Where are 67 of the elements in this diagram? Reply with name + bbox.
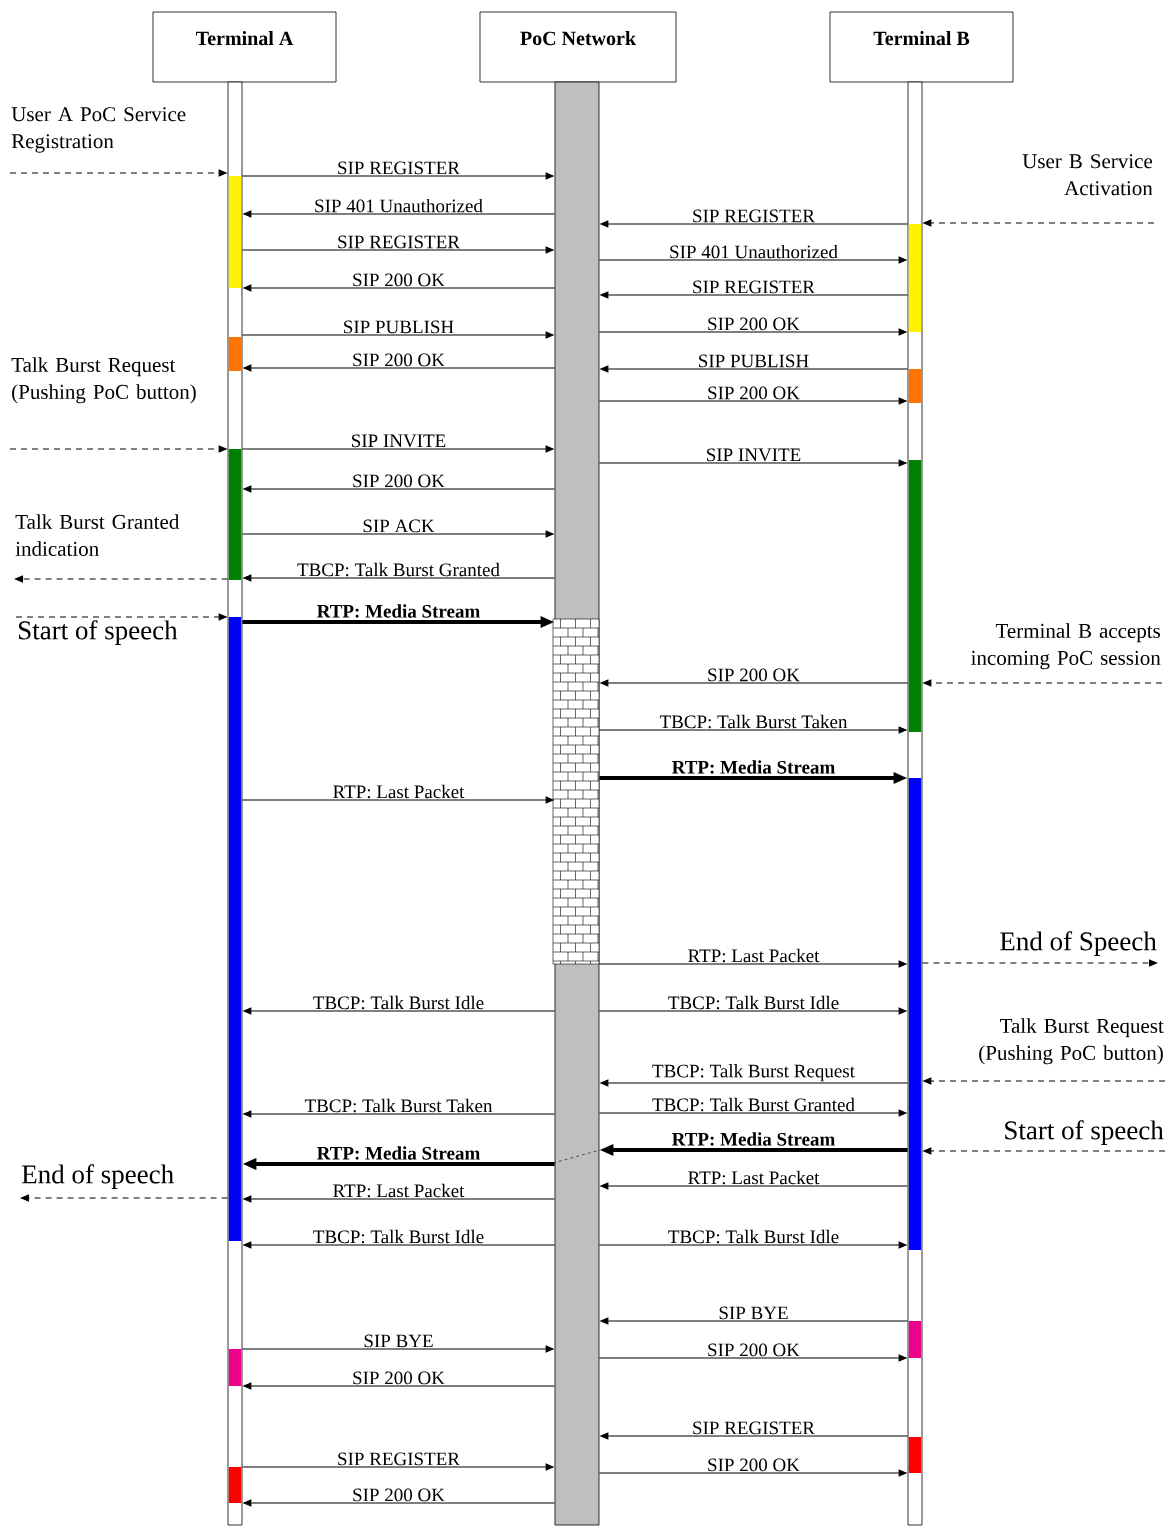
edge-label: RTP: Media Stream: [672, 760, 835, 774]
edge-label: TBCP: Talk Burst Granted: [652, 1097, 855, 1112]
arrow: [921, 959, 1158, 967]
annotation-text: Talk Burst Granted indication: [15, 514, 180, 556]
edge-label: TBCP: Talk Burst Idle: [313, 995, 484, 1010]
annotation-text: Start of speech: [19, 620, 178, 645]
edge-label: SIP 401 Unauthorized: [315, 198, 483, 213]
edge-label: SIP 200 OK: [353, 1488, 445, 1502]
edge-label: SIP 200 OK: [708, 1458, 800, 1472]
edge-label: TBCP: Talk Burst Idle: [668, 995, 839, 1010]
annotation-text: User A PoC Service Registration: [11, 107, 186, 153]
edge-label: SIP 200 OK: [708, 668, 800, 682]
header-box: Terminal B: [829, 11, 1014, 83]
edge-label: SIP 200 OK: [353, 474, 445, 488]
edge-label: RTP: Media Stream: [317, 1146, 480, 1160]
arrow: [923, 679, 1163, 687]
header-box: PoC Network: [479, 11, 677, 83]
edge-label: SIP REGISTER: [693, 1421, 815, 1435]
arrow: [14, 575, 229, 583]
edge-label: SIP INVITE: [352, 434, 446, 448]
edge-label: TBCP: Talk Burst Idle: [668, 1229, 839, 1244]
edge-label: RTP: Media Stream: [317, 604, 480, 618]
annotation-text: Start of speech: [1005, 1120, 1164, 1145]
annotation-text: Terminal B accepts incoming PoC session: [971, 623, 1161, 670]
edge-label: SIP PUBLISH: [344, 320, 454, 334]
edge-label: SIP 200 OK: [708, 317, 800, 331]
edge-label: SIP BYE: [719, 1306, 788, 1320]
edge-label: RTP: Last Packet: [333, 1183, 465, 1198]
edge-label: SIP REGISTER: [338, 235, 460, 249]
edge-label: SIP 200 OK: [708, 386, 800, 400]
edge-label: SIP INVITE: [707, 448, 801, 462]
arrow: [9, 445, 227, 453]
annotation-text: User B Service Activation: [1022, 154, 1153, 196]
edge-label: SIP 401 Unauthorized: [670, 244, 838, 259]
edge-label: RTP: Media Stream: [672, 1132, 835, 1146]
annotation-text: Talk Burst Request (Pushing PoC button): [979, 1018, 1164, 1065]
edge-label: TBCP: Talk Burst Request: [652, 1064, 855, 1082]
edge-label: TBCP: Talk Burst Taken: [659, 714, 848, 729]
annotation-text: End of speech: [22, 1164, 174, 1189]
arrow: [15, 613, 227, 621]
edge-label: SIP REGISTER: [693, 280, 815, 294]
edge-label: SIP REGISTER: [338, 161, 460, 175]
edge-label: SIP BYE: [364, 1334, 433, 1348]
edge-label: SIP 200 OK: [353, 273, 445, 287]
edge-label: SIP REGISTER: [338, 1452, 460, 1466]
edge-label: TBCP: Talk Burst Idle: [313, 1229, 484, 1244]
edge-label: SIP ACK: [363, 519, 435, 533]
edge-label: TBCP: Talk Burst Taken: [304, 1098, 493, 1113]
edge-label: SIP 200 OK: [708, 1343, 800, 1357]
edge-label: RTP: Last Packet: [688, 1170, 820, 1185]
edge-label: RTP: Last Packet: [688, 948, 820, 963]
edge-label: SIP 200 OK: [353, 353, 445, 367]
lifeline-bar: [227, 81, 243, 1526]
edge-label: SIP REGISTER: [693, 209, 815, 223]
annotation-text: End of Speech: [1000, 931, 1157, 956]
annotation-text: Talk Burst Request (Pushing PoC button): [11, 357, 196, 404]
edge-label: SIP PUBLISH: [699, 354, 809, 368]
edge-label: SIP 200 OK: [353, 1371, 445, 1385]
lifeline-bar: [907, 81, 923, 1526]
edge-label: RTP: Last Packet: [333, 784, 465, 799]
arrow: [923, 1077, 1166, 1085]
header-box: Terminal A: [152, 11, 337, 83]
arrow: [20, 1194, 229, 1202]
edge-label: TBCP: Talk Burst Granted: [297, 562, 500, 577]
arrow: [923, 1147, 1166, 1155]
arrow: [9, 169, 227, 177]
arrow: [923, 219, 1155, 227]
